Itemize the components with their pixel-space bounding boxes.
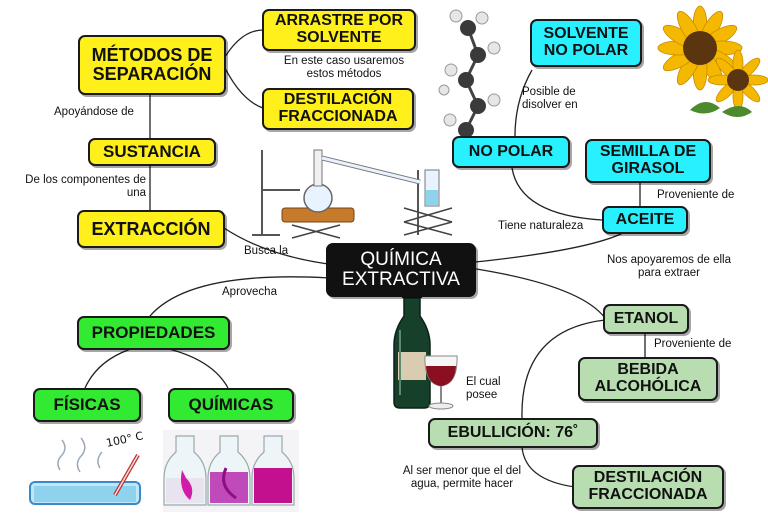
node-solvente-label: SOLVENTE NO POLAR <box>543 25 629 59</box>
label-nos-apoyaremos: Nos apoyaremos de ella para extraer <box>606 254 731 280</box>
node-semilla-label: SEMILLA DE GIRASOL <box>599 143 697 177</box>
label-proveniente-etanol: Proveniente de <box>654 338 732 350</box>
node-quimicas: QUÍMICAS <box>168 388 294 422</box>
node-extraccion: EXTRACCIÓN <box>77 210 225 248</box>
node-propiedades-label: PROPIEDADES <box>91 323 216 343</box>
label-el-cual-posee: El cual posee <box>466 376 501 402</box>
label-tiene-naturaleza: Tiene naturaleza <box>498 220 584 232</box>
wine-bottle-icon <box>393 290 431 409</box>
node-destilacion-bottom: DESTILACIÓN FRACCIONADA <box>572 465 724 509</box>
node-destilacion-top: DESTILACIÓN FRACCIONADA <box>262 88 414 130</box>
label-busca-la: Busca la <box>244 245 289 257</box>
node-fisicas-label: FÍSICAS <box>53 395 121 415</box>
label-de-los-componentes: De los componentes de una <box>25 174 146 200</box>
distillation-apparatus-icon <box>252 149 453 239</box>
node-ebullicion-label: EBULLICIÓN: 76˚ <box>447 423 579 441</box>
node-metodos-separacion: MÉTODOS DE SEPARACIÓN <box>78 35 226 95</box>
label-apoyandose: Apoyándose de <box>54 106 134 118</box>
node-arrastre-solvente: ARRASTRE POR SOLVENTE <box>262 9 416 51</box>
node-aceite: ACEITE <box>602 206 688 234</box>
node-arrastre-label: ARRASTRE POR SOLVENTE <box>274 12 403 46</box>
node-bebida-label: BEBIDA ALCOHÓLICA <box>594 361 702 395</box>
flasks-reaction-icon <box>163 430 299 512</box>
node-sustancia: SUSTANCIA <box>88 138 216 166</box>
node-no-polar: NO POLAR <box>452 136 570 168</box>
label-posible-disolver: Posible de disolver en <box>522 86 578 112</box>
center-title: QUÍMICA EXTRACTIVA <box>342 249 460 290</box>
node-no-polar-label: NO POLAR <box>468 142 554 160</box>
node-etanol: ETANOL <box>603 304 689 334</box>
wine-glass-icon <box>424 355 458 410</box>
node-etanol-label: ETANOL <box>613 309 679 327</box>
sunflower-icon <box>657 5 768 117</box>
label-al-ser-menor: Al ser menor que el del agua, permite ha… <box>402 465 522 491</box>
node-quimicas-label: QUÍMICAS <box>188 395 274 415</box>
label-aprovecha: Aprovecha <box>222 286 277 298</box>
boiling-beaker-icon <box>29 437 141 505</box>
node-destilacion-top-label: DESTILACIÓN FRACCIONADA <box>278 91 398 125</box>
node-solvente-no-polar: SOLVENTE NO POLAR <box>530 19 642 67</box>
node-bebida-alcoholica: BEBIDA ALCOHÓLICA <box>578 357 718 401</box>
hexane-molecule-icon <box>438 9 501 152</box>
node-semilla-girasol: SEMILLA DE GIRASOL <box>585 139 711 183</box>
node-aceite-label: ACEITE <box>615 210 675 228</box>
node-destilacion-bottom-label: DESTILACIÓN FRACCIONADA <box>588 469 708 503</box>
node-ebullicion: EBULLICIÓN: 76˚ <box>428 418 598 448</box>
node-sustancia-label: SUSTANCIA <box>103 142 201 162</box>
node-quimica-extractiva: QUÍMICA EXTRACTIVA <box>326 243 476 297</box>
node-extraccion-label: EXTRACCIÓN <box>91 218 211 239</box>
node-metodos-label: MÉTODOS DE SEPARACIÓN <box>91 45 213 84</box>
label-en-este-caso: En este caso usaremos estos métodos <box>283 55 405 81</box>
label-proveniente-aceite: Proveniente de <box>657 189 735 201</box>
node-fisicas: FÍSICAS <box>33 388 141 422</box>
node-propiedades: PROPIEDADES <box>77 316 230 350</box>
